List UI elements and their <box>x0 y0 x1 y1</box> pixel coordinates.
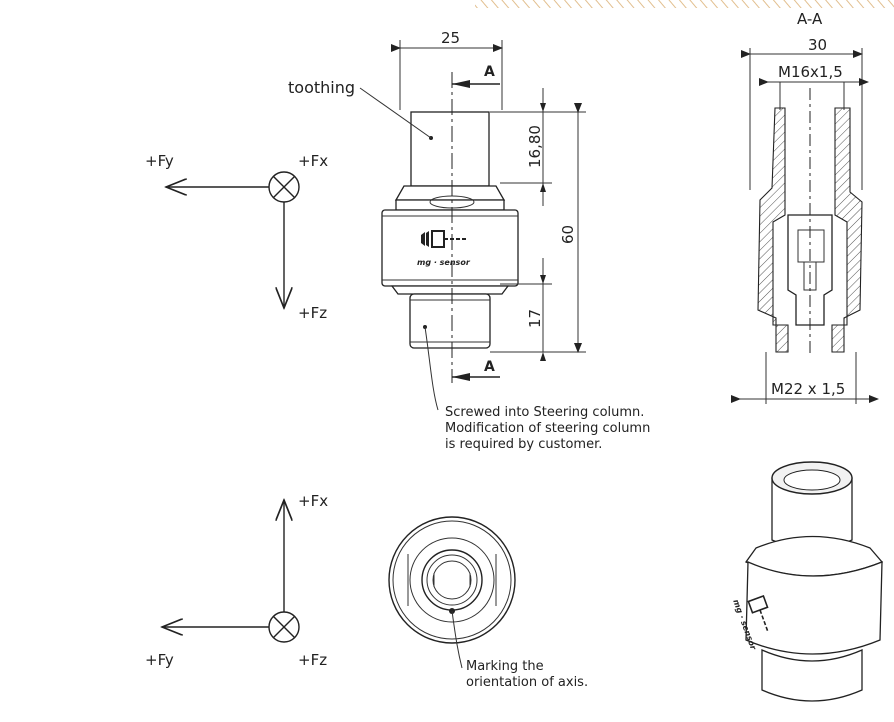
cut-marker-bottom: A <box>484 359 495 375</box>
section-label: A-A <box>797 10 823 28</box>
screwed-note-line1: Screwed into Steering column. <box>445 405 644 420</box>
toothing-callout: toothing <box>288 78 432 139</box>
fy-label: +Fy <box>145 152 174 170</box>
fz-label: +Fz <box>298 304 327 322</box>
brand-text: mg · sensor <box>417 258 471 267</box>
dim-width-25: 25 <box>391 29 503 110</box>
dim-30-text: 30 <box>808 36 827 54</box>
top-thread-text: M16x1,5 <box>778 63 843 81</box>
section-view: A-A 30 M16x1,5 M22 x 1,5 <box>731 10 879 404</box>
mg-sensor-logo: mg · sensor <box>417 230 471 267</box>
screwed-note-line3: is required by customer. <box>445 437 602 452</box>
dim-17-text: 17 <box>526 309 544 328</box>
fx-label: +Fx <box>298 152 328 170</box>
sensor-side-view: mg · sensor A A <box>381 64 519 383</box>
isometric-view: mg · sensor <box>731 461 884 702</box>
force-axes-top: +Fy +Fx +Fz <box>145 152 328 322</box>
dim-60-text: 60 <box>559 225 577 244</box>
dim-16-80: 16,80 <box>500 88 552 206</box>
screwed-note-line2: Modification of steering column <box>445 421 650 436</box>
fx-label-bottom: +Fx <box>298 492 328 510</box>
bottom-view: Marking the orientation of axis. <box>388 516 588 690</box>
fz-label-bottom: +Fz <box>298 651 327 669</box>
marking-note-line1: Marking the <box>466 659 544 674</box>
fy-label-bottom: +Fy <box>145 651 174 669</box>
toothing-label: toothing <box>288 78 355 97</box>
dim-60: 60 <box>490 103 586 353</box>
cut-marker-top: A <box>484 64 495 80</box>
dim-25-text: 25 <box>441 29 460 47</box>
bottom-thread-text: M22 x 1,5 <box>771 380 845 398</box>
header-banner <box>475 0 894 8</box>
dim-16-80-text: 16,80 <box>526 125 544 168</box>
dim-17: 17 <box>500 258 552 361</box>
force-axes-bottom: +Fx +Fy +Fz <box>145 492 328 669</box>
marking-note-line2: orientation of axis. <box>466 675 588 690</box>
screwed-note: Screwed into Steering column. Modificati… <box>424 326 650 452</box>
